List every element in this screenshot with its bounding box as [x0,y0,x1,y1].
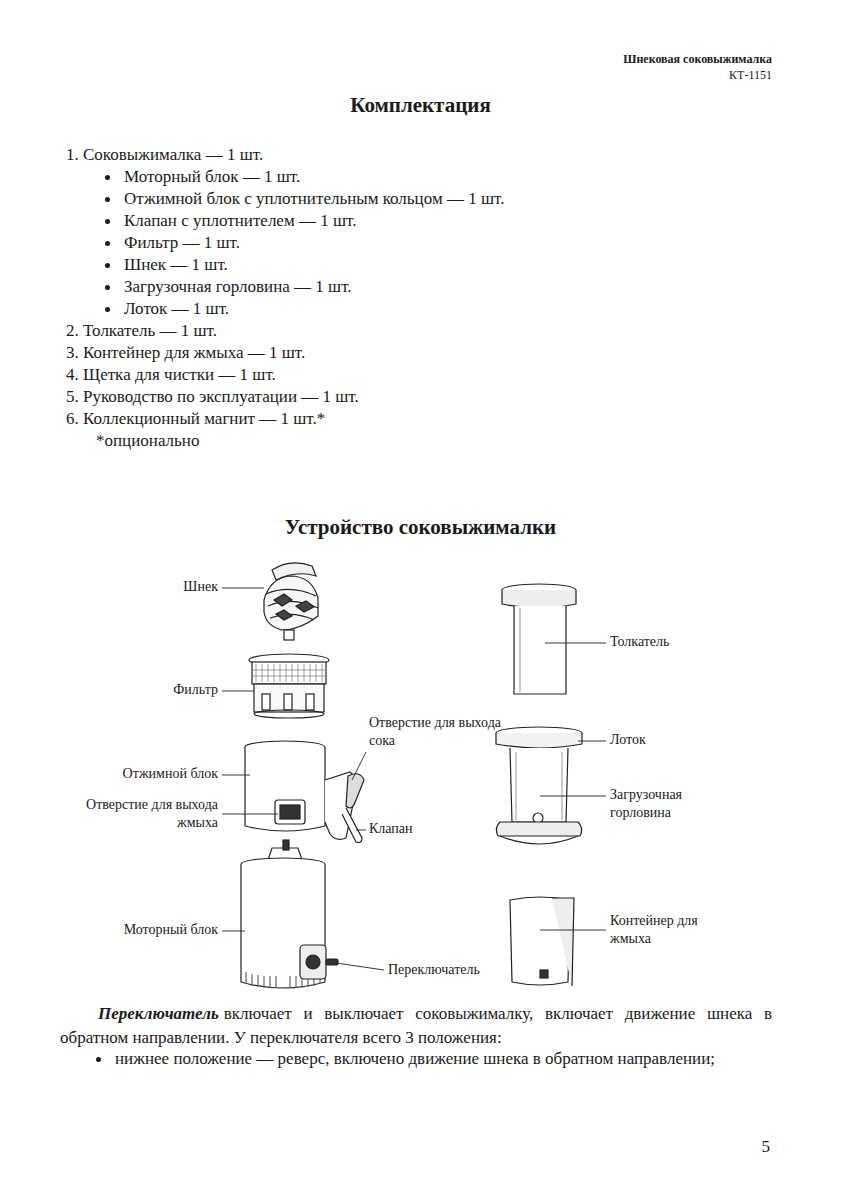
bullet-dot [105,263,110,268]
section-title: Устройство соковыжималки [0,514,841,541]
bullet-dot [96,1057,101,1062]
chute-drawing [496,727,582,844]
list-subitem: Шнек — 1 шт. [124,254,764,276]
part-label: Моторный блок [80,921,218,939]
leader-lines [222,588,606,970]
paragraph: Переключательвключает и выключает соковы… [60,1002,772,1050]
part-label: Загрузочная горловина [610,786,720,822]
part-label: Отжимной блок [80,765,218,783]
part-label: Шнек [100,578,218,596]
part-label: Переключатель [388,961,528,979]
motor-block-drawing [241,840,338,988]
pulp-container-drawing [510,897,574,986]
part-label: Клапан [369,820,489,838]
page-number: 5 [740,1136,770,1158]
list-subitem: Лоток — 1 шт. [124,298,764,320]
part-label: Отверстие для выхода жмыха [80,796,218,832]
bullet-dot [105,219,110,224]
list-subitem: Фильтр — 1 шт. [124,232,764,254]
list-item: 4. Щетка для чистки — 1 шт. [66,364,766,386]
model-number: КТ-1151 [660,68,772,84]
auger-drawing [264,563,318,640]
bullet-dot [105,307,110,312]
part-label: Лоток [610,731,750,749]
bullet-dot [105,197,110,202]
header-title: Шнековая соковыжималка [560,52,772,68]
filter-drawing [249,654,329,718]
part-label: Толкатель [610,633,750,651]
section-title: Комплектация [0,92,841,119]
bullet-dot [105,175,110,180]
list-subitem: Моторный блок — 1 шт. [124,166,764,188]
list-item: 6. Коллекционный магнит — 1 шт.* [66,408,766,430]
pusher-drawing [502,584,576,694]
list-item: 3. Контейнер для жмыха — 1 шт. [66,342,766,364]
list-subitem: Клапан с уплотнителем — 1 шт. [124,210,764,232]
part-label: Отверстие для выхода сока [369,714,509,750]
term-name: Переключатель [98,1004,219,1023]
bullet-dot [105,241,110,246]
list-item: 5. Руководство по эксплуатации — 1 шт. [66,386,766,408]
list-subitem: Загрузочная горловина — 1 шт. [124,276,764,298]
juicing-block-drawing [245,741,364,843]
list-item: 1. Соковыжималка — 1 шт. [66,144,766,166]
part-label: Фильтр [100,681,218,699]
bullet-dot [105,285,110,290]
list-item: 2. Толкатель — 1 шт. [66,320,766,342]
part-label: Контейнер для жмыха [610,912,720,948]
footnote: *опционально [96,430,496,452]
list-subitem: Отжимной блок с уплотнительным кольцом —… [124,188,764,210]
list-subitem: нижнее положение — реверс, включено движ… [115,1048,775,1070]
